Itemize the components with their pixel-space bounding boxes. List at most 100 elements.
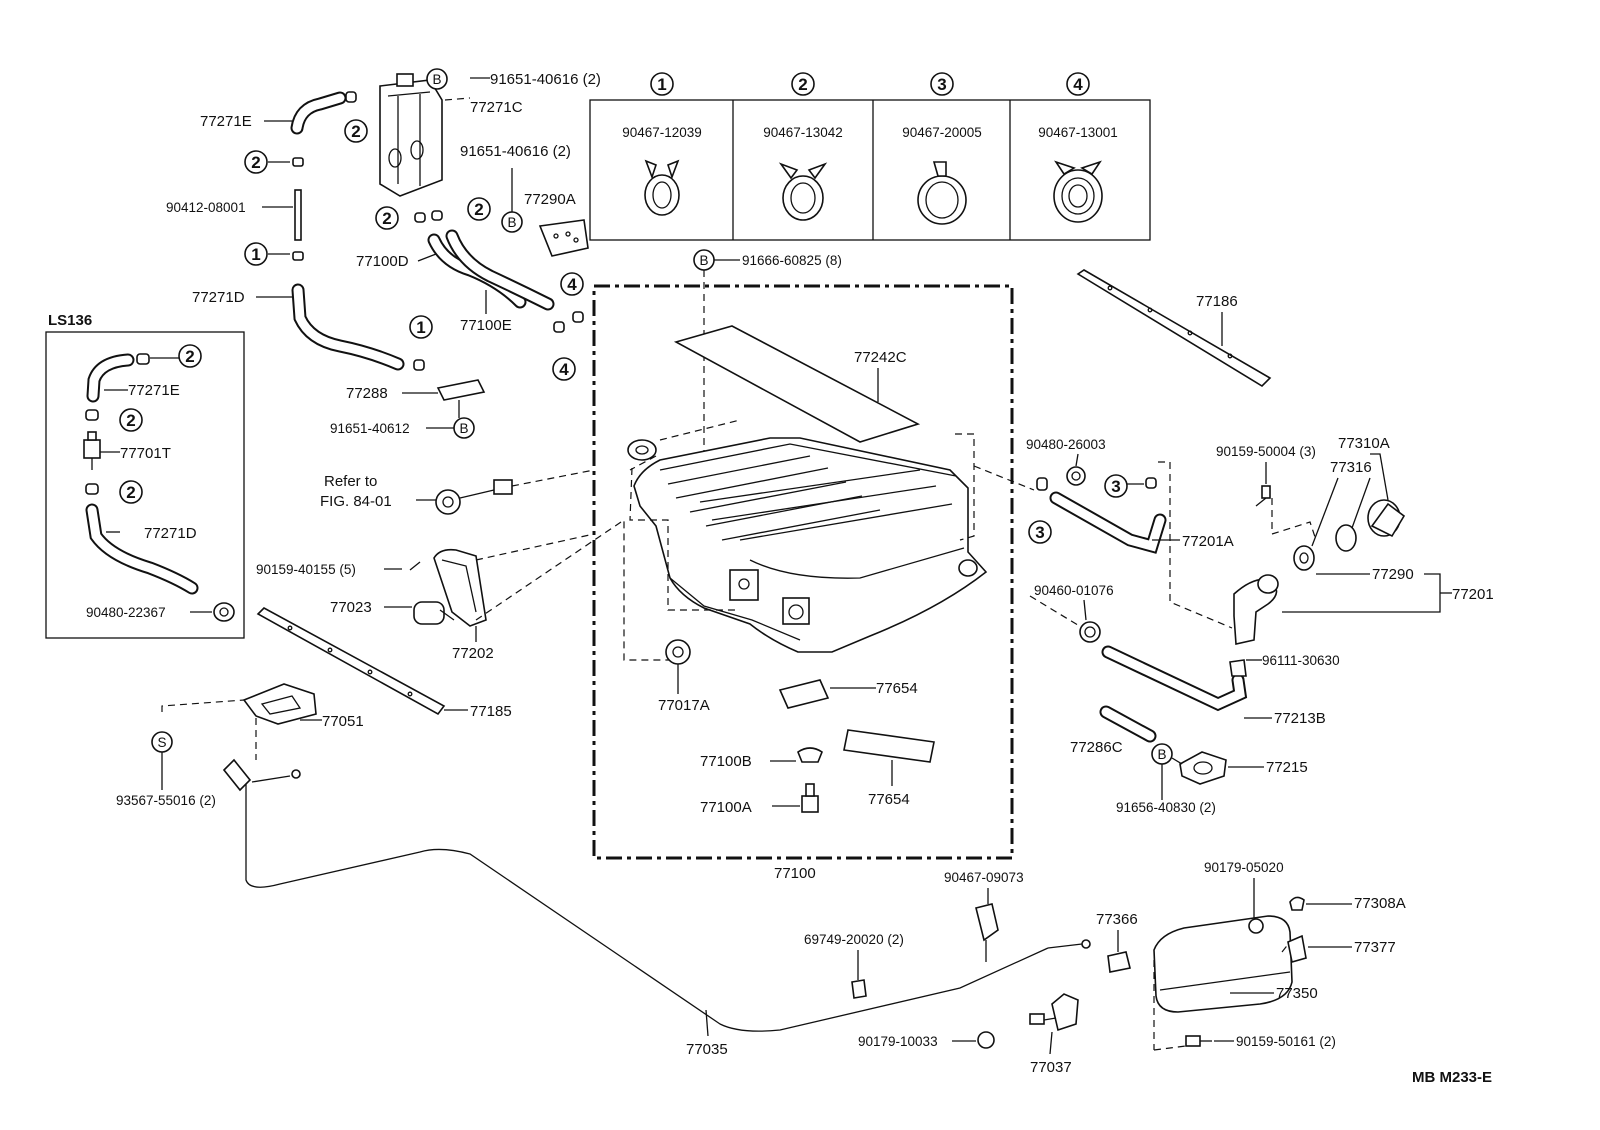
inset-label: LS136 xyxy=(48,312,92,329)
part-label: 77185 xyxy=(470,703,512,720)
cable-77035 xyxy=(222,758,1091,1032)
hose-clamp-icon xyxy=(778,162,828,221)
part-label: 77316 xyxy=(1330,459,1372,476)
clamp-90467-09073 xyxy=(975,903,999,942)
svg-text:4: 4 xyxy=(567,275,577,294)
fuel-pump-77023 xyxy=(413,601,445,625)
part-label: 77023 xyxy=(330,599,372,616)
clamp-col-3: 3 90467-20005 xyxy=(902,72,982,225)
pump-bracket-77202 xyxy=(409,548,487,627)
svg-text:2: 2 xyxy=(185,347,194,366)
clamp-part-number: 90467-20005 xyxy=(902,125,982,140)
callout-b-91666-60825: B xyxy=(693,249,740,540)
part-label: 90179-10033 xyxy=(858,1034,938,1049)
tank-pad-icon xyxy=(729,569,759,601)
gasket-upper xyxy=(627,439,657,461)
svg-text:3: 3 xyxy=(1111,477,1120,496)
holder-77366 xyxy=(1107,951,1131,973)
grommet-icon xyxy=(1066,466,1086,486)
hose-clamp-icon xyxy=(345,91,357,103)
callout-b-91656-40830: B xyxy=(1151,743,1183,800)
svg-text:2: 2 xyxy=(382,209,391,228)
clamp-col-4: 4 90467-13001 xyxy=(1038,72,1118,223)
part-label: 77310A xyxy=(1338,435,1390,452)
filler-neck-77290 xyxy=(1233,574,1279,645)
part-label: 77271E xyxy=(128,382,180,399)
svg-text:4: 4 xyxy=(559,360,569,379)
clamp-col-2: 2 90467-13042 xyxy=(763,72,843,221)
clamp-96111-30630 xyxy=(1229,659,1247,677)
svg-text:1: 1 xyxy=(251,245,260,264)
part-label: 77100D xyxy=(356,253,409,270)
callout-s-93567-55016: S xyxy=(151,731,173,790)
pipe-77213B xyxy=(1101,645,1248,712)
callout-b-91651-40616-a: B xyxy=(426,68,448,90)
clip-69749-20020 xyxy=(851,979,867,999)
cap-77310A xyxy=(1335,499,1406,552)
svg-text:B: B xyxy=(432,72,441,87)
part-label: 77271D xyxy=(144,525,197,542)
leader xyxy=(444,97,471,101)
hose-clamp-icon xyxy=(85,483,99,495)
hose-77271E xyxy=(290,91,347,135)
part-label: 77271E xyxy=(200,113,252,130)
hose-77271D xyxy=(291,283,405,371)
hose-clamp-icon xyxy=(292,251,304,261)
part-label: 77201A xyxy=(1182,533,1234,550)
part-label: 96111-30630 xyxy=(1262,653,1340,668)
part-label: 91666-60825 (8) xyxy=(742,253,842,268)
drain-plug-77100A xyxy=(801,783,819,813)
part-label: 77037 xyxy=(1030,1059,1072,1076)
pad-77654-a xyxy=(778,679,830,709)
part-label: 77186 xyxy=(1196,293,1238,310)
svg-text:B: B xyxy=(699,253,708,268)
svg-text:2: 2 xyxy=(251,153,260,172)
part-label: 90480-26003 xyxy=(1026,437,1106,452)
clamp-number: 1 xyxy=(657,75,666,94)
hose-77201A xyxy=(1049,491,1167,554)
part-label: 90159-50161 (2) xyxy=(1236,1034,1336,1049)
part-label: 77017A xyxy=(658,697,710,714)
tank-pad-icon xyxy=(782,597,810,625)
fuel-lid-77350 xyxy=(1153,915,1293,1013)
part-label: 77350 xyxy=(1276,985,1318,1002)
hose-clamp-icon xyxy=(431,210,443,221)
svg-text:B: B xyxy=(1157,747,1166,762)
part-label: 77035 xyxy=(686,1041,728,1058)
clamp-part-number: 90467-12039 xyxy=(622,125,702,140)
part-label: 77271D xyxy=(192,289,245,306)
part-label: 90179-05020 xyxy=(1204,860,1284,875)
hinge-77377 xyxy=(1287,934,1307,964)
tank-assy-box xyxy=(592,284,1014,860)
strap-77186 xyxy=(1076,269,1272,388)
part-label: 77271C xyxy=(470,99,523,116)
filler-port-icon xyxy=(958,559,978,577)
clamp-number: 3 xyxy=(937,75,946,94)
part-label: 77215 xyxy=(1266,759,1308,776)
clip-77100B xyxy=(797,747,823,763)
part-label: 91651-40616 (2) xyxy=(460,143,571,160)
part-label: 91651-40612 xyxy=(330,421,410,436)
gasket-77017A xyxy=(665,639,691,665)
hose-clamp-icon xyxy=(292,157,304,167)
part-label: 90480-22367 xyxy=(86,605,166,620)
gasket-77316 xyxy=(1293,545,1315,571)
clamp-callouts: 2 2 1 2 2 1 4 4 xyxy=(244,119,584,381)
hose-clamp-icon xyxy=(85,409,99,421)
bracket-77290A xyxy=(538,219,589,257)
part-label: 77377 xyxy=(1354,939,1396,956)
clamp-90460-01076 xyxy=(1079,621,1101,643)
part-label: 91651-40616 (2) xyxy=(490,71,601,88)
lever-77051 xyxy=(242,683,317,725)
hose-clamp-icon xyxy=(1053,160,1103,223)
part-label: 90159-40155 (5) xyxy=(256,562,356,577)
svg-text:B: B xyxy=(459,421,468,436)
hose-clamp-icon xyxy=(572,311,584,323)
part-label: 93567-55016 (2) xyxy=(116,793,216,808)
part-label: 77100A xyxy=(700,799,752,816)
svg-text:2: 2 xyxy=(126,411,135,430)
part-label: 77654 xyxy=(876,680,918,697)
part-label: 69749-20020 (2) xyxy=(804,932,904,947)
part-label: 77051 xyxy=(322,713,364,730)
